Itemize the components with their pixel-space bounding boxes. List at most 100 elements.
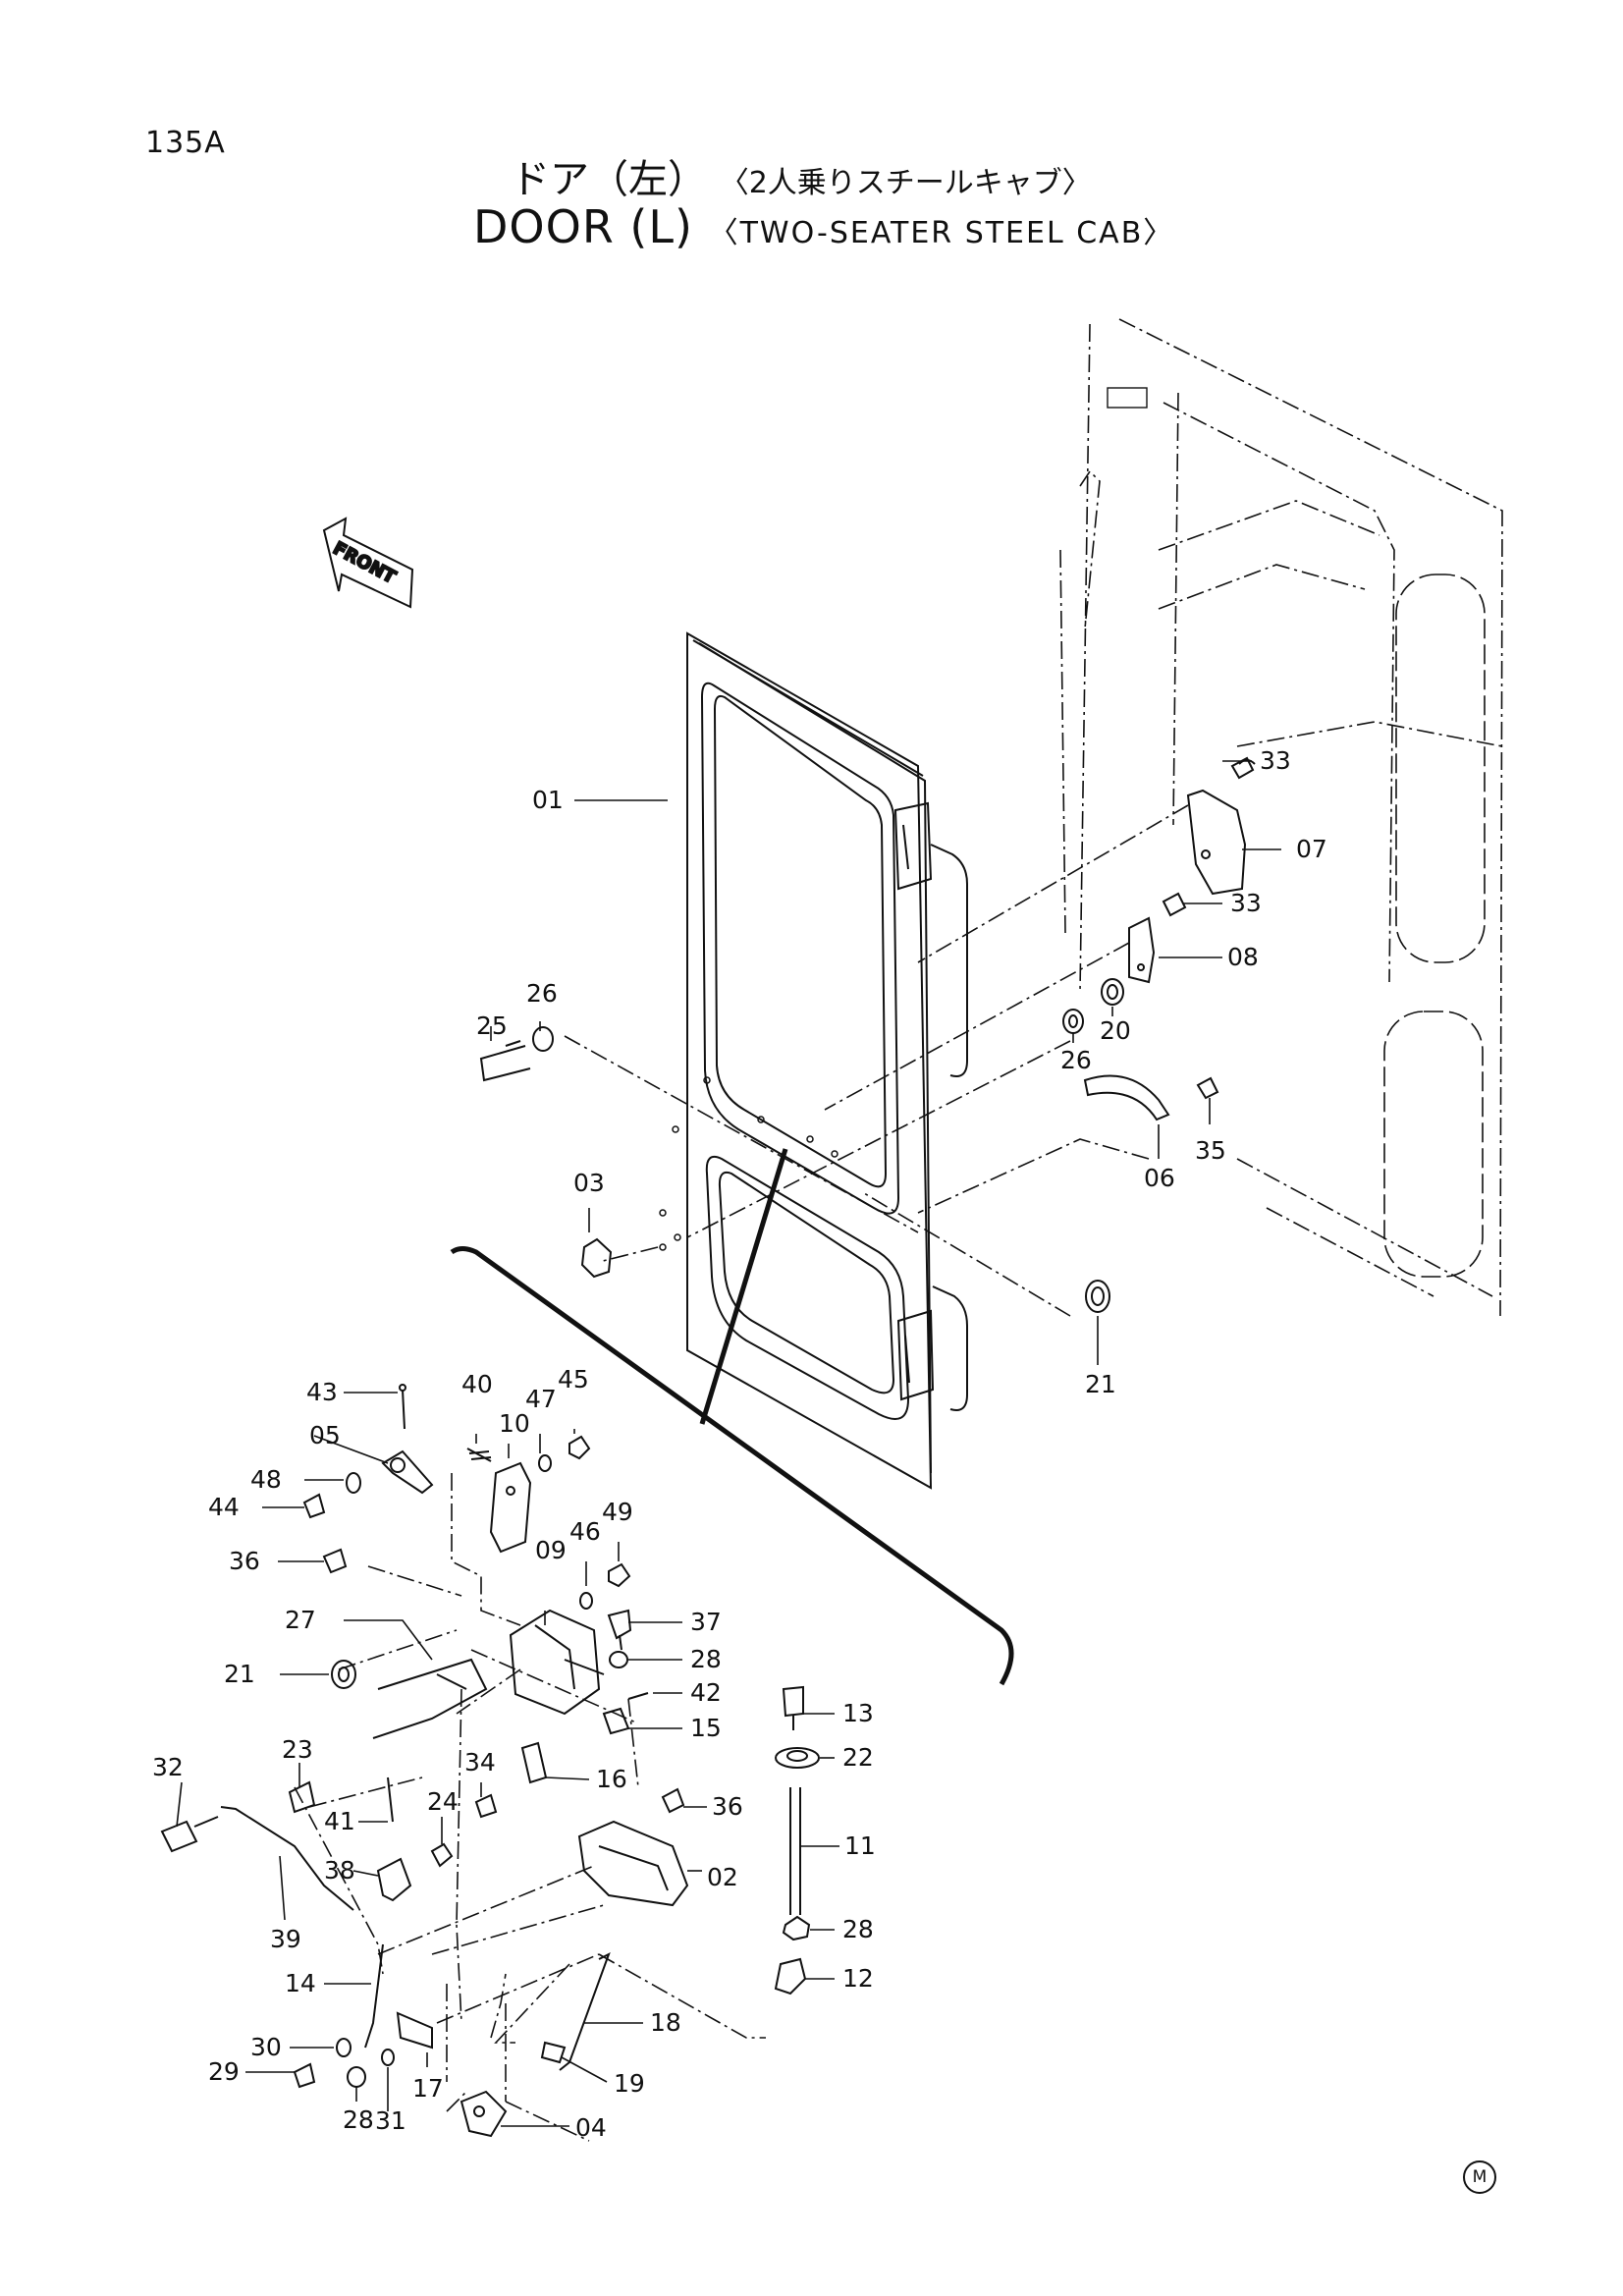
callout-10: 10 (499, 1409, 530, 1438)
part-08-bracket (1128, 916, 1156, 984)
part-28-nut-upper (609, 1651, 628, 1668)
callout-12: 12 (842, 1964, 874, 1993)
part-49-nut (608, 1562, 631, 1588)
callout-05: 05 (309, 1421, 341, 1449)
callout-25: 25 (476, 1011, 508, 1040)
part-11-stud (789, 1787, 801, 1915)
callout-23: 23 (282, 1735, 313, 1764)
callout-31: 31 (375, 2106, 406, 2135)
manufacturer-mark: M (1463, 2160, 1496, 2194)
callout-35: 35 (1195, 1136, 1226, 1165)
part-28-nut-right (782, 1915, 811, 1941)
callout-42: 42 (690, 1678, 722, 1707)
part-47-washer (538, 1454, 552, 1472)
part-17-bracket (396, 2011, 433, 2050)
callout-15: 15 (690, 1714, 722, 1742)
part-35-screw (1196, 1076, 1219, 1100)
part-18-rod (559, 1951, 611, 2071)
callout-39: 39 (270, 1925, 301, 1953)
page-number: 135A (145, 126, 226, 160)
callout-48: 48 (250, 1465, 282, 1494)
title-jp-sub: 〈2人乗りスチールキャブ〉 (719, 166, 1092, 200)
callout-36-lower: 36 (712, 1792, 743, 1821)
part-23-knob (288, 1780, 316, 1814)
callout-16: 16 (596, 1765, 627, 1793)
detail-break-line (450, 1148, 1014, 1686)
part-41-spring (387, 1777, 394, 1823)
callout-18: 18 (650, 2008, 681, 2037)
callout-06: 06 (1144, 1164, 1175, 1192)
callout-28-upper: 28 (690, 1645, 722, 1673)
part-33-screw-lower (1162, 892, 1187, 917)
part-04-latch (460, 2090, 508, 2138)
part-31-washer (381, 2049, 395, 2066)
callout-43: 43 (306, 1378, 338, 1406)
callout-01: 01 (532, 786, 564, 814)
callout-22: 22 (842, 1743, 874, 1772)
callout-40: 40 (461, 1370, 493, 1398)
callout-17: 17 (412, 2074, 444, 2103)
part-48-washer (346, 1472, 361, 1494)
callout-28-lower: 28 (343, 2105, 374, 2134)
part-21-grommet-lower (331, 1660, 356, 1689)
part-45-nut (568, 1435, 591, 1460)
callout-26-right: 26 (1060, 1046, 1092, 1074)
callout-26-left: 26 (526, 979, 558, 1008)
part-44-bolt (302, 1493, 326, 1519)
callout-28-right: 28 (842, 1915, 874, 1943)
callout-29: 29 (208, 2057, 240, 2086)
callout-49: 49 (602, 1498, 633, 1526)
callout-09: 09 (535, 1536, 567, 1564)
callout-21-lower: 21 (224, 1660, 255, 1688)
part-19-clip (540, 2041, 567, 2064)
part-21-grommet-upper (1085, 1280, 1110, 1313)
callout-24: 24 (427, 1787, 459, 1816)
part-34-bolt (474, 1793, 498, 1819)
title-en-main: DOOR (L) (473, 200, 693, 253)
part-13-bolt (782, 1685, 804, 1730)
part-37-bolt (607, 1609, 632, 1651)
part-20-nut (1101, 978, 1124, 1006)
part-36-bolt-lower (661, 1787, 685, 1814)
part-10-plate (489, 1461, 532, 1554)
title-en-sub: 〈TWO-SEATER STEEL CAB〉 (708, 216, 1175, 250)
part-03-bumper (580, 1237, 613, 1279)
part-14-rod (364, 1943, 384, 2049)
callout-14: 14 (285, 1969, 316, 1997)
part-15-clip (602, 1707, 630, 1735)
part-16-bracket (520, 1741, 548, 1784)
callout-27: 27 (285, 1606, 316, 1634)
callout-08: 08 (1227, 943, 1259, 971)
callout-33-upper: 33 (1260, 746, 1291, 775)
callout-38: 38 (324, 1856, 355, 1885)
part-30-washer (336, 2038, 352, 2057)
front-direction-arrow: FRONT (322, 517, 414, 609)
callout-33-lower: 33 (1230, 889, 1262, 917)
callout-46: 46 (569, 1517, 601, 1546)
part-28-nut-lower (347, 2066, 366, 2088)
callout-11: 11 (844, 1831, 876, 1860)
part-29-bolt (293, 2062, 316, 2089)
part-05-inside-handle (381, 1449, 434, 1495)
part-32-lock-cylinder (160, 1816, 219, 1853)
part-43-pin (399, 1384, 406, 1430)
callout-47: 47 (525, 1385, 557, 1413)
part-22-grommet (775, 1747, 820, 1769)
part-02-outside-handle (577, 1820, 689, 1907)
door-panel (686, 631, 968, 1490)
title-english: DOOR (L) 〈TWO-SEATER STEEL CAB〉 (473, 200, 1174, 253)
callout-13: 13 (842, 1699, 874, 1727)
callout-04: 04 (575, 2113, 607, 2142)
callout-03: 03 (573, 1169, 605, 1197)
part-26-nut-left (532, 1026, 554, 1052)
callout-30: 30 (250, 2033, 282, 2061)
part-06-strap (1083, 1074, 1170, 1121)
part-40-spring (466, 1448, 492, 1462)
callout-07: 07 (1296, 835, 1327, 863)
callout-19: 19 (614, 2069, 645, 2098)
part-07-bracket (1186, 789, 1247, 896)
callout-20: 20 (1100, 1016, 1131, 1045)
part-26-nut-right (1062, 1009, 1084, 1034)
